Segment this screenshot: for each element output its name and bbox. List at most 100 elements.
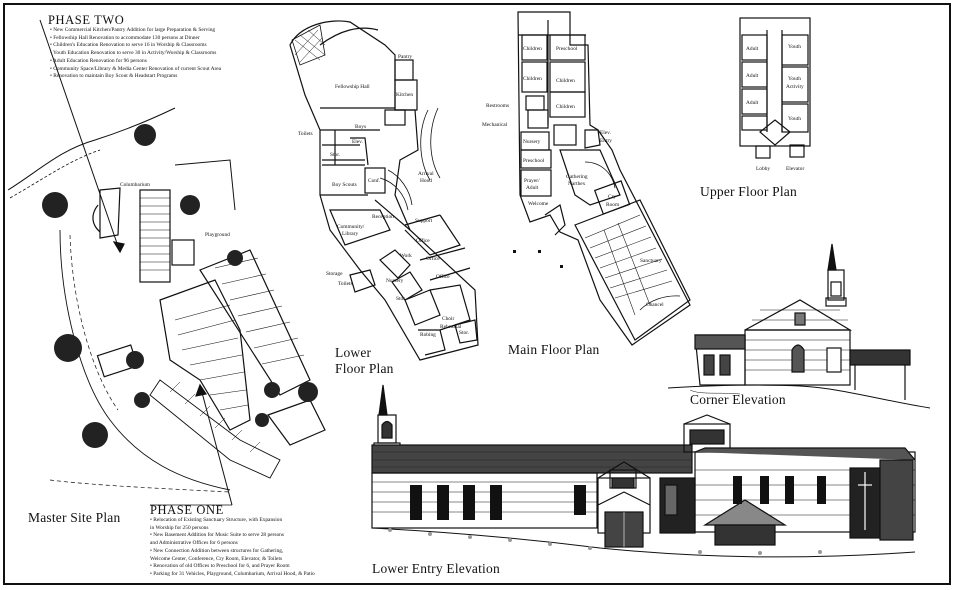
room-children-2: Children [523, 76, 542, 82]
phase-item: • Renovation to maintain Boy Scout & Hea… [50, 73, 178, 80]
room-robing: Robing [420, 332, 436, 338]
room-chancel: Chancel [646, 302, 664, 308]
room-prayer: Prayer/ [524, 178, 540, 184]
room-adult-u3: Adult [746, 100, 759, 106]
phase-item: • Parking for 31 Vehicles, Playground, C… [150, 570, 315, 577]
room-youth-u3: Youth [788, 116, 801, 122]
room-boy-scouts: Boy Scouts [332, 182, 357, 188]
room-restrooms: Restrooms [486, 103, 509, 109]
corner-elevation [667, 243, 931, 409]
phase-item: in Worship for 250 persons [150, 524, 209, 531]
room-rehearsal: Rehearsal [440, 324, 462, 330]
room-elevator: Elevator [786, 166, 804, 172]
room-choir: Choir [442, 316, 454, 322]
room-elev-main: Elev. [600, 130, 611, 136]
phase-item: • New Basement Addition for Music Suite … [150, 532, 284, 539]
room-adult-u2: Adult [746, 73, 759, 79]
room-kitchen: Kitchen [396, 92, 413, 98]
phase-item: • Community Space/Library & Media Center… [50, 65, 222, 72]
room-lobby: Lobby [756, 166, 770, 172]
room-toilets: Toilets [298, 131, 313, 137]
phase-item: • Youth Education Renovation to serve 30… [50, 50, 217, 57]
room-boys: Boys [355, 124, 366, 130]
label-arrival: Arrival [418, 171, 434, 177]
room-preschool: Preschool [556, 46, 578, 52]
room-library: Library [342, 231, 358, 237]
room-office-1: Office [416, 237, 430, 244]
room-activity: Activity [786, 84, 804, 90]
phase-item: and Administrative Offices for 6 persons [150, 540, 238, 547]
phase-two-list: • New Commercial Kitchen/Pantry Addition… [50, 27, 221, 81]
room-children-4: Children [556, 104, 575, 110]
master-site-plan [7, 19, 326, 506]
lower-entry-elevation-title: Lower Entry Elevation [372, 561, 500, 576]
main-plan-labels: Children Preschool Children Children Chi… [482, 46, 664, 308]
room-children-1: Children [523, 46, 542, 52]
room-reception: Reception [372, 214, 394, 220]
phase-one-list: • Relocation of Existing Sanctuary Struc… [150, 517, 315, 579]
building-connection [159, 279, 251, 431]
room-stor-2: Stor. [396, 296, 406, 302]
room-toilets-2: Toilets [338, 281, 353, 287]
phase-item: • Fellowship Hall Renovation to accommod… [50, 34, 200, 41]
phase-item: • Children's Education Renovation to ser… [50, 42, 207, 49]
room-nursery: Nursery [386, 278, 404, 284]
drawing-frame [3, 3, 951, 585]
upper-floor-plan-title: Upper Floor Plan [700, 184, 797, 199]
room-room: Room [606, 202, 620, 208]
parking-lot [199, 249, 311, 396]
room-youth-u2: Youth [788, 76, 801, 82]
phase-item: • Relocation of Existing Sanctuary Struc… [150, 517, 283, 523]
room-storage: Storage [326, 271, 343, 277]
lower-floor-plan-title-line2: Floor Plan [335, 361, 394, 376]
lower-plan-labels: Pantry Fellowship Hall Kitchen Toilets B… [298, 54, 469, 338]
room-fellowship-hall: Fellowship Hall [335, 84, 370, 90]
lower-entry-elevation [371, 384, 916, 558]
lower-floor-plan [289, 20, 479, 361]
room-office-3: Office [436, 273, 450, 280]
room-pantry: Pantry [398, 54, 412, 60]
phase-item: • New Connection Addition between struct… [150, 547, 284, 554]
room-mechanical: Mechanical [482, 122, 508, 128]
room-conf: Conf. [368, 177, 380, 184]
room-narthex: Narthex [568, 181, 586, 187]
room-welcome: Welcome [528, 201, 549, 207]
room-cry: Cry [608, 194, 616, 200]
site-label-columbarium: Columbarium [120, 182, 151, 188]
site-trees [42, 124, 318, 448]
room-entry: Entry [600, 138, 612, 144]
room-support: Support [415, 218, 433, 224]
phase-item: • Adult Education Renovation for 96 pers… [50, 57, 147, 64]
room-stor: Stor. [330, 152, 340, 158]
room-stor-3: Stor. [459, 330, 469, 336]
master-site-plan-title: Master Site Plan [28, 510, 121, 525]
room-office-2: Office [426, 255, 440, 262]
room-adult-u1: Adult [746, 46, 759, 52]
room-nursery-main: Nursery [523, 139, 541, 145]
main-floor-plan [513, 11, 691, 346]
columbarium-area [99, 187, 121, 239]
main-floor-plan-title: Main Floor Plan [508, 342, 600, 357]
room-youth-u1: Youth [788, 44, 801, 50]
upper-plan-labels: Adult Youth Adult Youth Activity Adult Y… [746, 44, 804, 172]
phase-one-heading: PHASE ONE [150, 503, 224, 517]
label-hood: Hood [420, 178, 432, 184]
room-children-3: Children [556, 78, 575, 84]
corner-elevation-title: Corner Elevation [690, 392, 786, 407]
phase-item: Welcome Center, Conference, Cry Room, El… [150, 555, 283, 562]
room-work: Work [400, 253, 412, 259]
sanctuary-footprint [139, 189, 171, 283]
room-community: Community/ [337, 224, 365, 230]
lower-floor-plan-title-line1: Lower [335, 345, 372, 360]
phase-two-heading: PHASE TWO [48, 13, 125, 27]
room-elev: Elev. [352, 139, 363, 145]
upper-floor-plan [739, 17, 811, 159]
phase-item: • Renovation of old Offices to Preschool… [150, 563, 290, 570]
room-gathering: Gathering [566, 174, 588, 180]
site-label-playground: Playground [205, 232, 230, 238]
room-adult: Adult [526, 185, 539, 191]
site-labels: Columbarium Playground [120, 182, 230, 238]
room-sanctuary: Sanctuary [640, 258, 662, 264]
phase-item: • New Commercial Kitchen/Pantry Addition… [50, 27, 216, 33]
